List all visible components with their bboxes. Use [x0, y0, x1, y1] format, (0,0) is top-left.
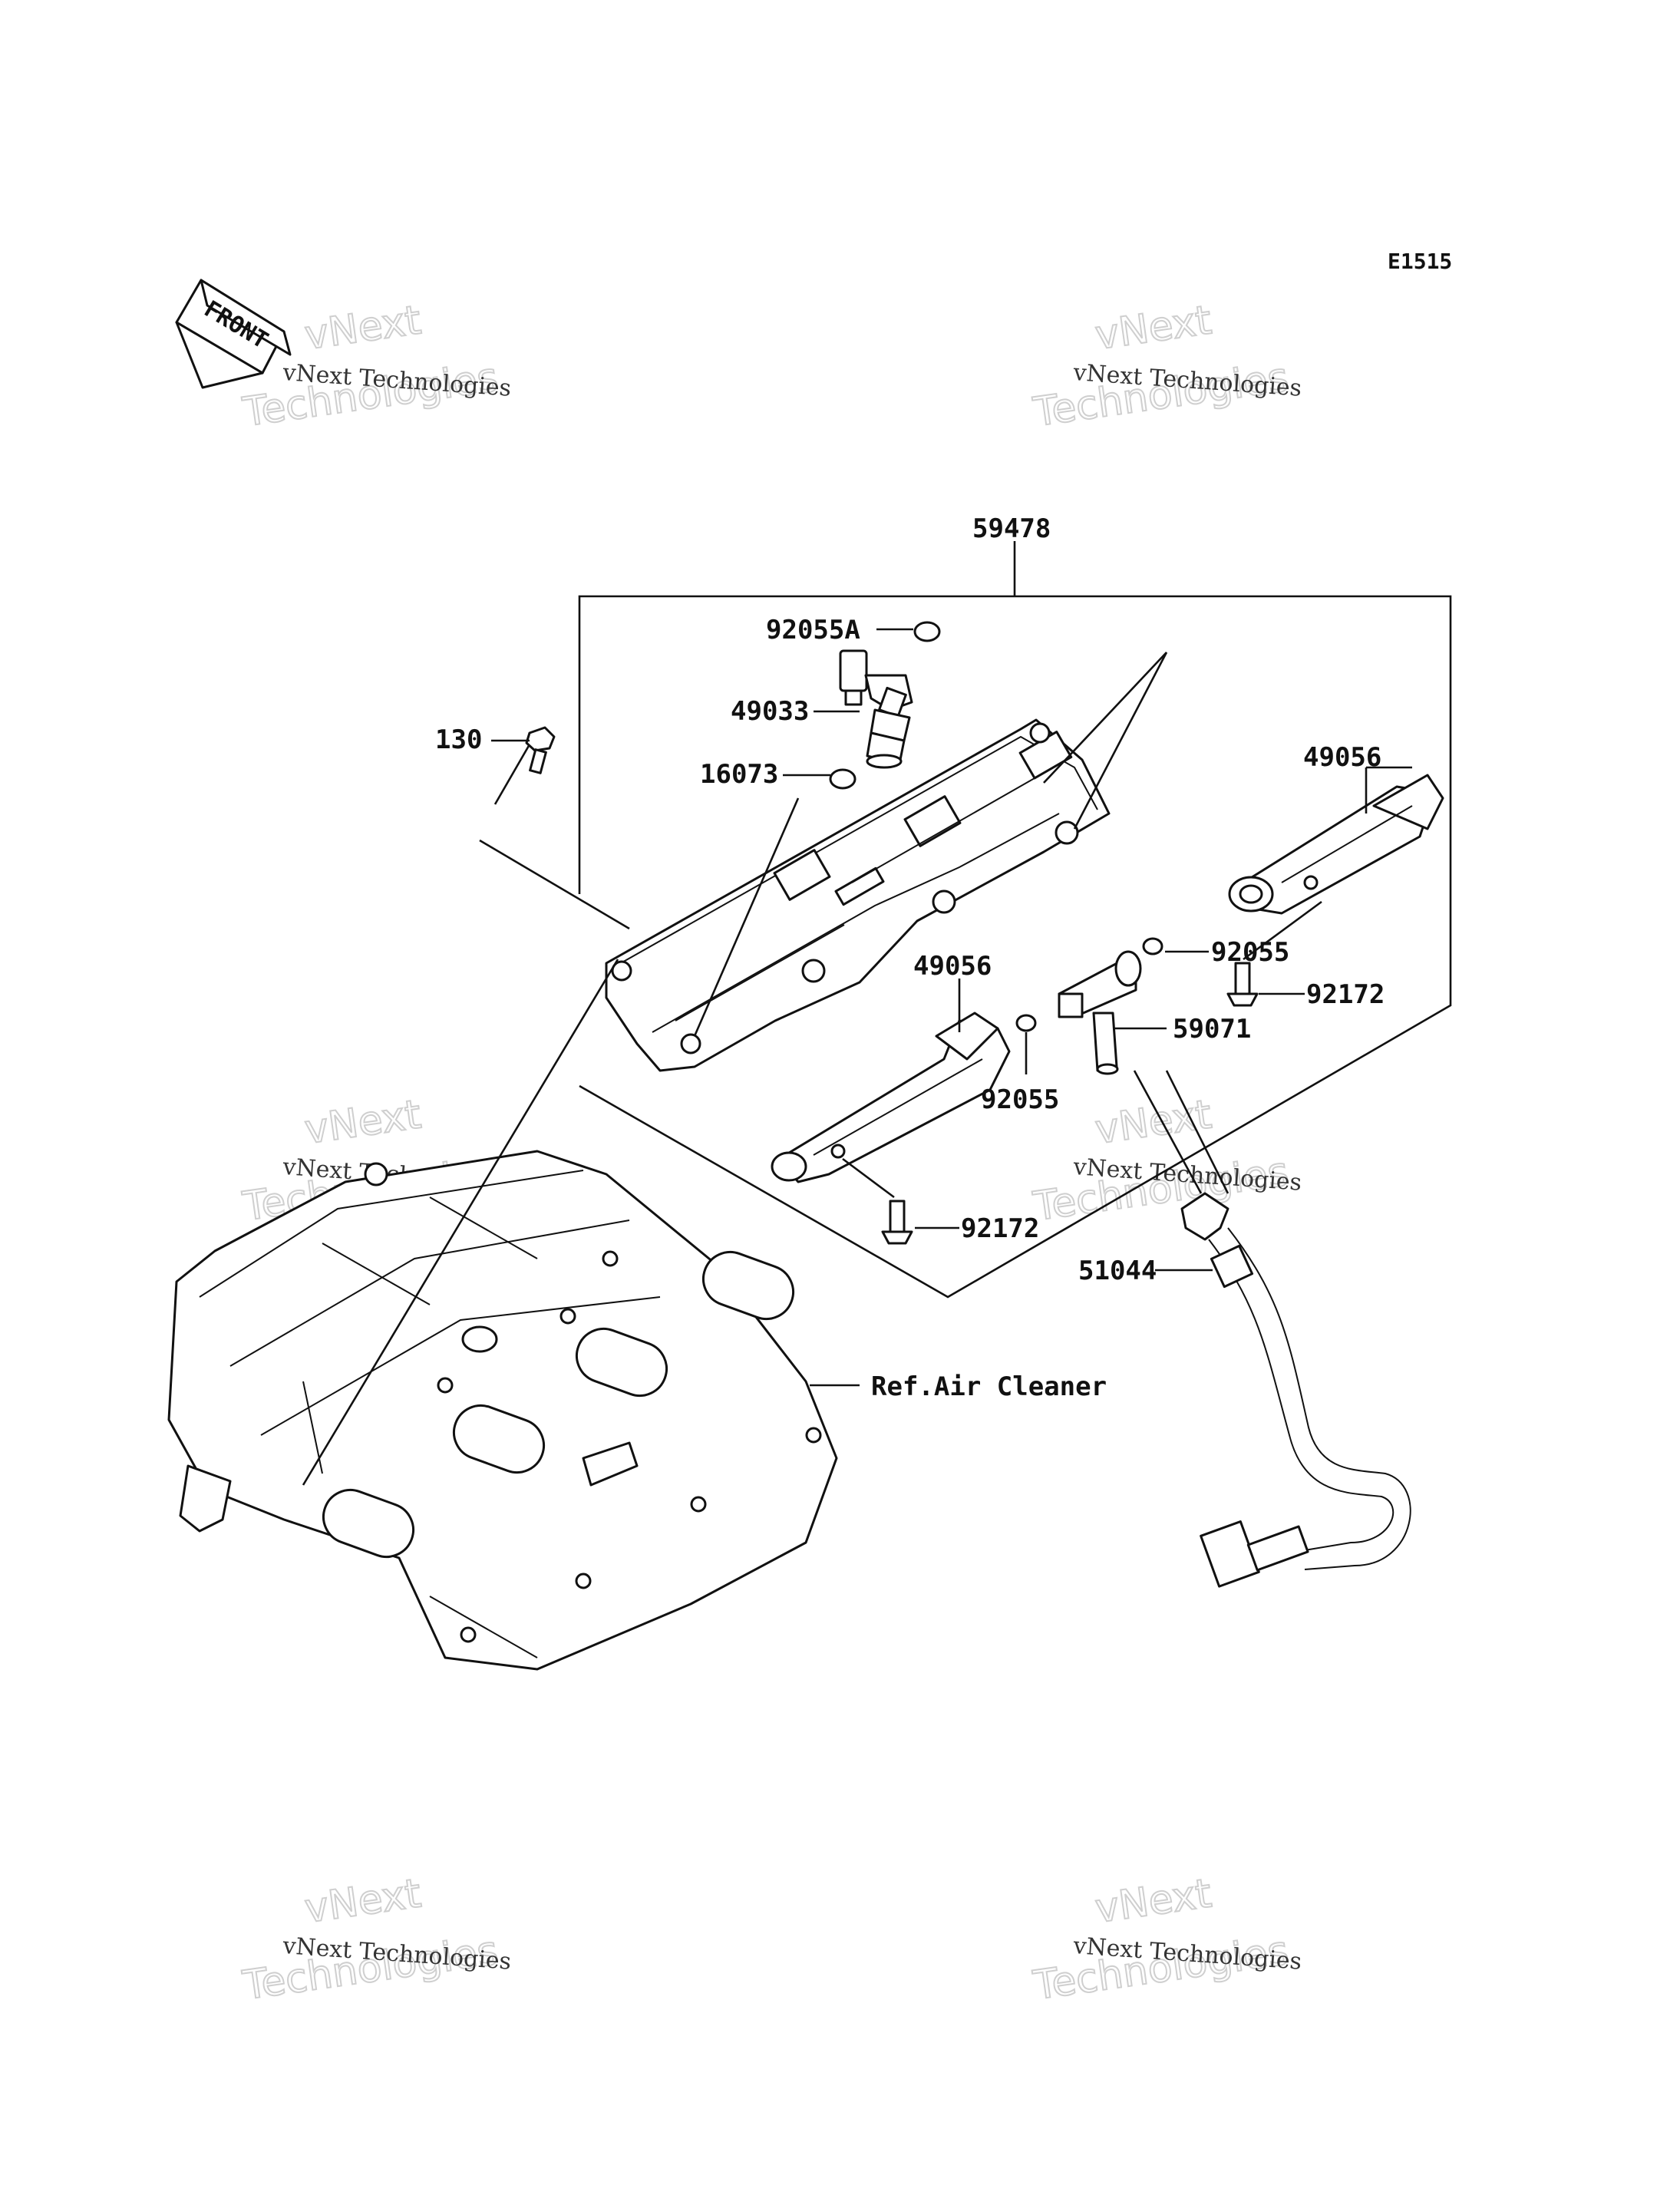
label-92172-right: 92172: [1306, 979, 1385, 1010]
oring-92055-left: [1015, 1014, 1037, 1032]
air-cleaner-housing: [167, 1150, 838, 1671]
svg-text:vNext: vNext: [1092, 297, 1214, 359]
svg-text:vNext: vNext: [302, 1091, 424, 1153]
screw-92172-right: [1226, 962, 1259, 1007]
label-59071: 59071: [1173, 1014, 1251, 1045]
svg-text:vNext: vNext: [1092, 1870, 1214, 1932]
svg-text:vNext: vNext: [1092, 1091, 1214, 1153]
front-arrow-icon: FRONT: [175, 279, 292, 389]
watermark-middle-right: vNext Technologies vNext Technologies: [1029, 1091, 1302, 1231]
label-ref-air-cleaner: Ref.Air Cleaner: [871, 1371, 1107, 1402]
joint-59071: [1058, 950, 1142, 1075]
watermark-top-right: vNext Technologies vNext Technologies: [1029, 296, 1302, 437]
fuel-pipe-right: [1228, 774, 1444, 915]
assembly-boundary: [479, 541, 1452, 1299]
watermark-bottom-left: vNext Technologies vNext Technologies: [239, 1870, 512, 2010]
watermark-top-left: vNext Technologies vNext Technologies: [239, 296, 512, 437]
screw-92172-left: [881, 1200, 913, 1245]
fuel-hose-51044: [1180, 1192, 1411, 1588]
oring-92055-right: [1142, 937, 1163, 955]
fuel-injector: [839, 649, 913, 769]
watermark-bottom-right: vNext Technologies vNext Technologies: [1029, 1870, 1302, 2010]
label-59478: 59478: [972, 513, 1051, 544]
bolt-130: [525, 726, 556, 774]
label-49033: 49033: [731, 696, 809, 727]
label-49056-left: 49056: [913, 951, 992, 982]
label-16073: 16073: [700, 759, 778, 790]
label-92055-left: 92055: [981, 1084, 1059, 1115]
label-49056-right: 49056: [1303, 742, 1381, 773]
fuel-pipe-left: [771, 1012, 1011, 1183]
label-130: 130: [435, 724, 482, 755]
label-51044: 51044: [1078, 1256, 1157, 1286]
svg-text:vNext: vNext: [302, 1870, 424, 1932]
svg-text:vNext: vNext: [302, 297, 424, 359]
throttle-body: [605, 718, 1111, 1072]
label-92172-left: 92172: [961, 1213, 1039, 1244]
seal-16073: [829, 768, 857, 790]
diagram-code: E1515: [1388, 249, 1452, 274]
oring-92055a: [913, 621, 941, 642]
label-92055a: 92055A: [766, 615, 860, 645]
